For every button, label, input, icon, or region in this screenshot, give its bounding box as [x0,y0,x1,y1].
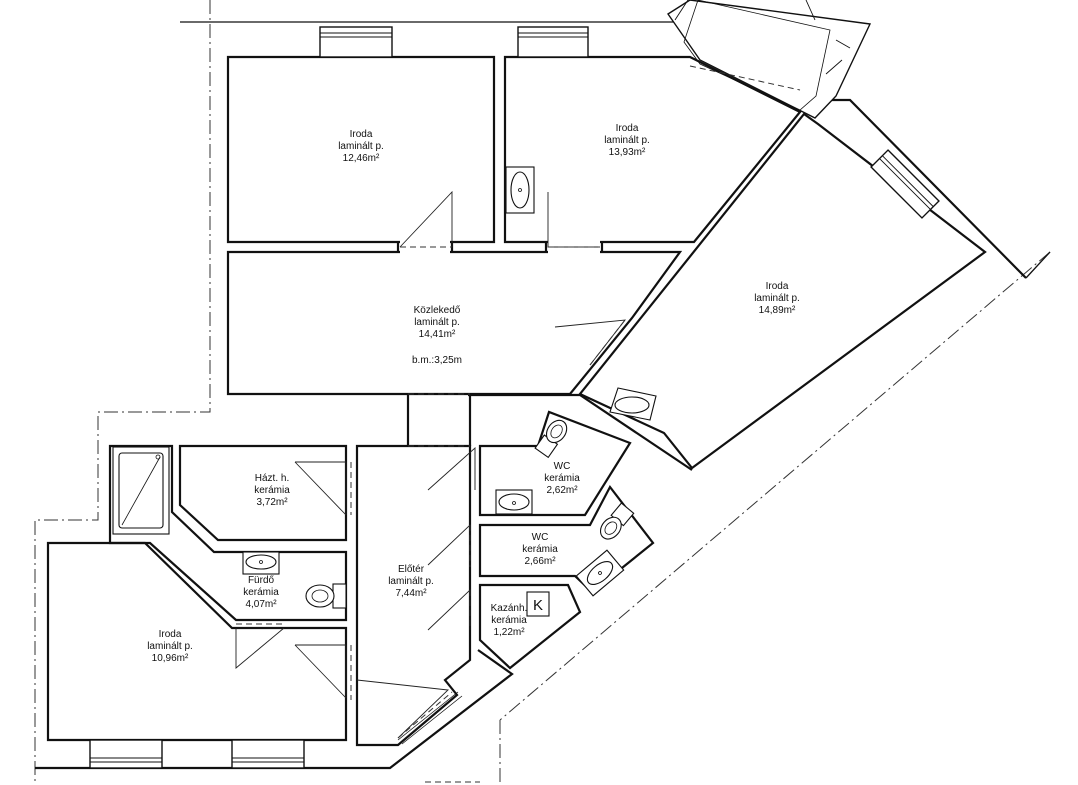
wc-2-area: 2,66m² [524,556,556,567]
boiler-mark: K [533,597,543,614]
room-kozlekedo-walls [226,250,683,396]
iroda-2-area: 13,93m² [609,147,646,158]
iroda-1-area: 12,46m² [343,153,380,164]
kozlekedo-name: Közlekedő [414,305,461,316]
haztartasi-area: 3,72m² [256,497,288,508]
windows [89,0,940,769]
iroda-4-area: 10,96m² [152,653,189,664]
kozlekedo-height: b.m.:3,25m [412,355,462,366]
iroda-3-name: Iroda [766,281,789,292]
iroda-3-floor: laminált p. [754,293,800,304]
room-labels: Iroda laminált p. 12,46m² Iroda laminált… [147,123,800,664]
kazanhaz-name: Kazánh. [491,603,528,614]
furdo-name: Fürdő [248,575,275,586]
iroda-1-name: Iroda [350,129,373,140]
kazanhaz-floor: kerámia [491,615,527,626]
doors [235,190,626,745]
iroda-3-area: 14,89m² [759,305,796,316]
eloter-area: 7,44m² [395,588,427,599]
window-iroda-2 [517,26,589,58]
toilet-icon [305,583,347,609]
sink-icon [505,166,535,214]
furdo-area: 4,07m² [245,599,277,610]
wc-1-floor: kerámia [544,473,580,484]
boiler-icon [526,591,550,617]
eloter-floor: laminált p. [388,576,434,587]
furdo-floor: kerámia [243,587,279,598]
room-iroda-3-walls [578,112,987,470]
sink-icon [575,549,625,597]
window-iroda-3 [870,149,940,219]
fixtures [112,166,657,617]
iroda-2-name: Iroda [616,123,639,134]
eloter-name: Előtér [398,564,425,575]
haztartasi-name: Házt. h. [255,473,289,484]
wc-1-area: 2,62m² [546,485,578,496]
kozlekedo-area: 14,41m² [419,329,456,340]
iroda-4-floor: laminált p. [147,641,193,652]
room-haztartasi-walls [178,444,348,542]
kazanhaz-area: 1,22m² [493,627,525,638]
property-boundary [34,0,1051,785]
room-iroda-4-walls [46,541,348,742]
toilet-icon [534,419,568,459]
sink-icon [609,387,657,421]
window-iroda-4-left [89,739,163,769]
window-iroda-4-right [231,739,305,769]
iroda-2-floor: laminált p. [604,135,650,146]
window-iroda-1 [319,26,393,58]
wc-2-floor: kerámia [522,544,558,555]
iroda-1-floor: laminált p. [338,141,384,152]
wc-1-name: WC [554,461,571,472]
kozlekedo-floor: laminált p. [414,317,460,328]
room-kazanhaz-walls [478,583,582,670]
room-iroda-1-walls [226,55,496,244]
sink-icon [495,489,533,515]
haztartasi-floor: kerámia [254,485,290,496]
room-wc-2-walls [478,484,655,594]
bay-window [667,0,872,119]
room-iroda-2-walls [503,55,802,244]
bathtub-icon [112,446,170,535]
walls [35,55,1027,770]
room-eloter-walls [355,444,472,747]
iroda-4-name: Iroda [159,629,182,640]
sink-icon [242,551,280,575]
toilet-icon [599,502,635,540]
room-furdo-walls [108,444,348,622]
wc-2-name: WC [532,532,549,543]
